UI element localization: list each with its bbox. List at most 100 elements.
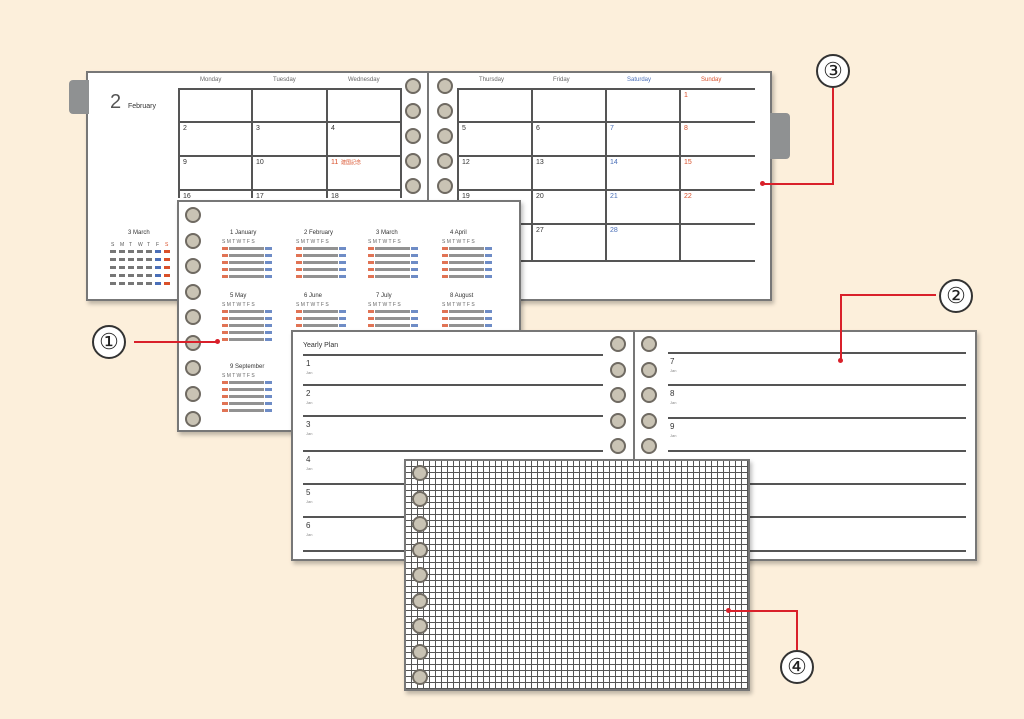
plan-row-line: [303, 415, 603, 417]
mini-day-mark: [128, 258, 134, 261]
mini-day-mark: [137, 250, 143, 253]
binder-ring: [185, 360, 201, 376]
grid-row-line: [178, 88, 400, 90]
mini-day-mark: [155, 250, 161, 253]
mini-week-row: [296, 317, 346, 320]
binder-ring: [610, 361, 626, 378]
grid-col-line: [457, 88, 459, 260]
binder-ring: [610, 438, 626, 454]
weekday-header: Wednesday: [348, 77, 380, 83]
mini-day-mark: [110, 282, 116, 285]
weekday-row: S M T W T F S: [296, 302, 329, 308]
binder-ring: [641, 336, 657, 352]
plan-page-divider: [633, 332, 635, 559]
binder-ring: [412, 669, 428, 685]
plan-month-number: 5: [306, 488, 311, 497]
binder-ring: [405, 178, 421, 194]
plan-row-line: [303, 450, 603, 452]
plan-sub-label: Jan: [306, 370, 313, 375]
date-number: 14: [610, 159, 618, 166]
mini-week-row: [368, 261, 418, 264]
binder-ring: [185, 385, 201, 402]
date-number: 6: [536, 125, 540, 132]
mini-day-mark: [155, 274, 161, 277]
plan-month-number: 3: [306, 420, 311, 429]
mini-week-row: [368, 254, 418, 257]
binder-ring: [405, 128, 421, 144]
mini-day-mark: [119, 258, 125, 261]
mini-day-mark: [119, 266, 125, 269]
month-label: 1 January: [230, 230, 257, 236]
date-number: 13: [536, 159, 544, 166]
index-tab-right: [770, 113, 790, 159]
date-number: 28: [610, 227, 618, 234]
date-number: 2: [183, 125, 187, 132]
grid-row-line: [457, 260, 755, 262]
plan-row-line: [668, 516, 966, 518]
plan-row-line: [668, 417, 966, 419]
binder-ring: [412, 567, 428, 583]
mini-week-row: [222, 395, 272, 398]
callout-1: ①: [92, 325, 126, 359]
mini-day-mark: [110, 258, 116, 261]
date-number: 20: [536, 193, 544, 200]
date-number: 16: [183, 193, 191, 200]
binder-ring: [437, 178, 453, 194]
mini-day-mark: [110, 250, 116, 253]
date-number: 3: [256, 125, 260, 132]
mini-day-mark: [164, 282, 170, 285]
plan-month-number: 1: [306, 359, 311, 368]
grid-col-line: [605, 88, 607, 260]
month-label: 9 September: [230, 364, 265, 370]
binder-ring: [185, 232, 201, 249]
plan-month-number: 2: [306, 389, 311, 398]
binder-ring: [437, 78, 453, 94]
mini-week-row: [296, 275, 346, 278]
mini-week-row: [296, 310, 346, 313]
mini-week-row: [368, 275, 418, 278]
holiday-label: 建国記念: [341, 160, 362, 166]
leader-line-1: [134, 341, 218, 343]
leader-line-4a: [796, 610, 798, 650]
date-number: 27: [536, 227, 544, 234]
binder-ring: [641, 361, 657, 378]
mini-week-row: [222, 261, 272, 264]
grid-row-line: [178, 189, 400, 191]
binder-ring: [412, 592, 428, 609]
month-label: 4 April: [450, 230, 467, 236]
weekday-header: Saturday: [627, 77, 652, 83]
binder-ring: [641, 438, 657, 454]
mini-day-mark: [119, 274, 125, 277]
weekday-header: Friday: [553, 77, 570, 83]
binder-ring: [610, 336, 626, 352]
leader-line-2a: [840, 294, 936, 296]
leader-dot-2: [838, 358, 843, 363]
month-name: February: [128, 103, 157, 110]
mini-week-row: [222, 338, 272, 341]
mini-week-row: [222, 275, 272, 278]
mini-day-mark: [164, 258, 170, 261]
mini-week-row: [442, 247, 492, 250]
binder-ring: [185, 258, 201, 274]
weekday-row: S M T W T F S: [442, 239, 475, 245]
mini-week-row: [222, 331, 272, 334]
plan-month-number: 8: [670, 389, 675, 398]
leader-line-3b: [762, 183, 834, 185]
plan-row-line: [668, 483, 966, 485]
plan-sub-label: Jan: [670, 400, 677, 405]
binder-ring: [185, 411, 201, 427]
mini-day-mark: [137, 274, 143, 277]
weekday-row: S M T W T F S: [296, 239, 329, 245]
month-label: 3 March: [376, 230, 398, 236]
mini-weekday: S: [165, 242, 169, 248]
grid-row-line: [178, 155, 400, 157]
date-number: 8: [684, 125, 688, 132]
date-number: 21: [610, 193, 618, 200]
mini-week-row: [296, 268, 346, 271]
weekday-row: S M T W T F S: [368, 239, 401, 245]
mini-day-mark: [137, 258, 143, 261]
date-number: 22: [684, 193, 692, 200]
mini-week-row: [368, 324, 418, 327]
mini-day-mark: [119, 282, 125, 285]
mini-week-row: [442, 317, 492, 320]
